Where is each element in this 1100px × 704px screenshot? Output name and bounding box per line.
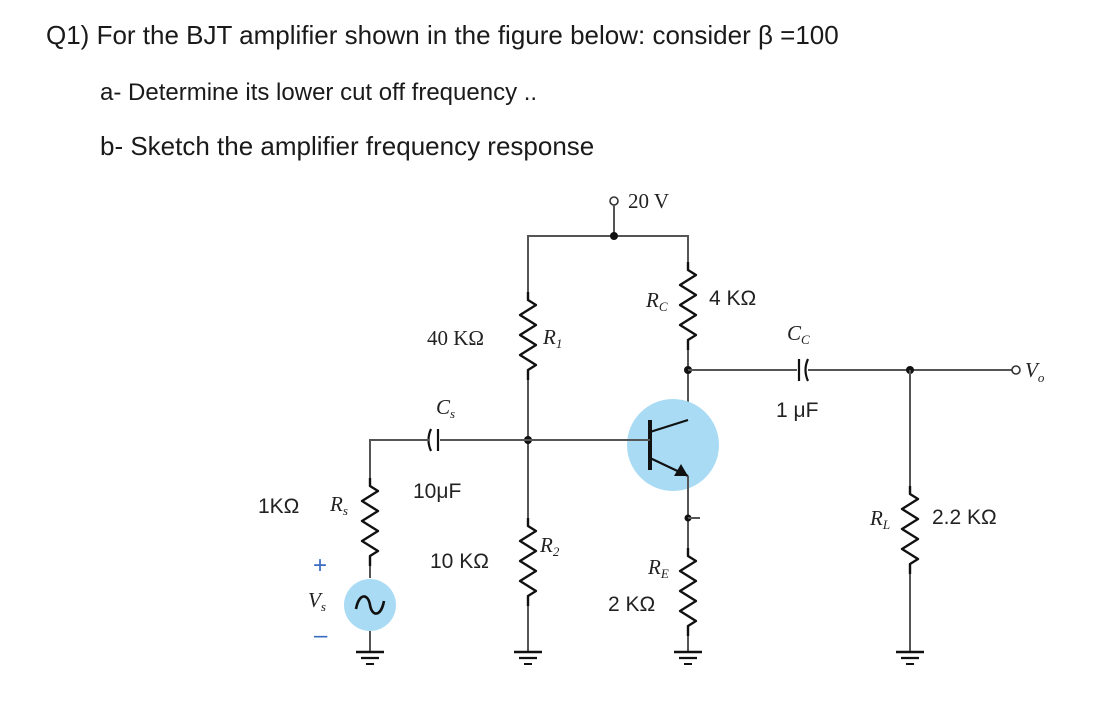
- r1-resistor: [518, 292, 538, 380]
- r2-value: 10 KΩ: [430, 550, 489, 573]
- question-part-b: b- Sketch the amplifier frequency respon…: [100, 131, 595, 161]
- cs-label: Cs: [436, 395, 455, 421]
- question-part-a: a- Determine its lower cut off frequency…: [100, 79, 538, 106]
- ac-source-icon: [354, 595, 386, 615]
- top-rail-wire: [527, 235, 689, 292]
- rs-resistor: [360, 478, 380, 566]
- ground-icon-r2: [514, 650, 542, 665]
- vs-minus-sign: –: [314, 622, 328, 649]
- input-wire: [369, 439, 429, 478]
- vo-label: Vo: [1025, 358, 1045, 385]
- cc-capacitor: [797, 358, 810, 382]
- rs-label: Rs: [329, 492, 348, 518]
- rs-value: 1KΩ: [258, 495, 299, 518]
- r1-label: R1: [542, 325, 562, 351]
- ground-icon-re: [674, 650, 702, 665]
- r1-value: 40 KΩ: [427, 326, 484, 350]
- r2-label: R2: [539, 533, 560, 559]
- rc-resistor: [678, 262, 698, 350]
- ground-icon-rl: [896, 650, 924, 665]
- rc-value: 4 KΩ: [709, 287, 756, 310]
- re-value: 2 KΩ: [608, 593, 655, 616]
- output-terminal: [1011, 365, 1021, 375]
- cc-label: CC: [787, 321, 810, 347]
- rl-resistor: [900, 486, 920, 574]
- vcc-terminal: [609, 196, 619, 236]
- rl-value: 2.2 KΩ: [932, 506, 997, 529]
- ground-icon-source: [356, 650, 384, 665]
- re-label: RE: [647, 555, 669, 581]
- r2-resistor: [518, 518, 538, 606]
- rc-label: RC: [645, 288, 668, 314]
- transistor-highlight: [627, 399, 719, 491]
- rl-label: RL: [869, 506, 890, 532]
- vs-plus-sign: +: [313, 552, 327, 579]
- question-title: Q1) For the BJT amplifier shown in the f…: [46, 20, 839, 50]
- re-resistor: [678, 548, 698, 636]
- supply-voltage-label: 20 V: [628, 189, 669, 213]
- cc-value: 1 μF: [776, 399, 818, 422]
- vs-label: Vs: [308, 588, 326, 614]
- cs-capacitor: [427, 428, 440, 452]
- cs-value: 10μF: [413, 480, 461, 503]
- npn-transistor-icon: [528, 418, 689, 477]
- junction-vcc: [610, 232, 618, 240]
